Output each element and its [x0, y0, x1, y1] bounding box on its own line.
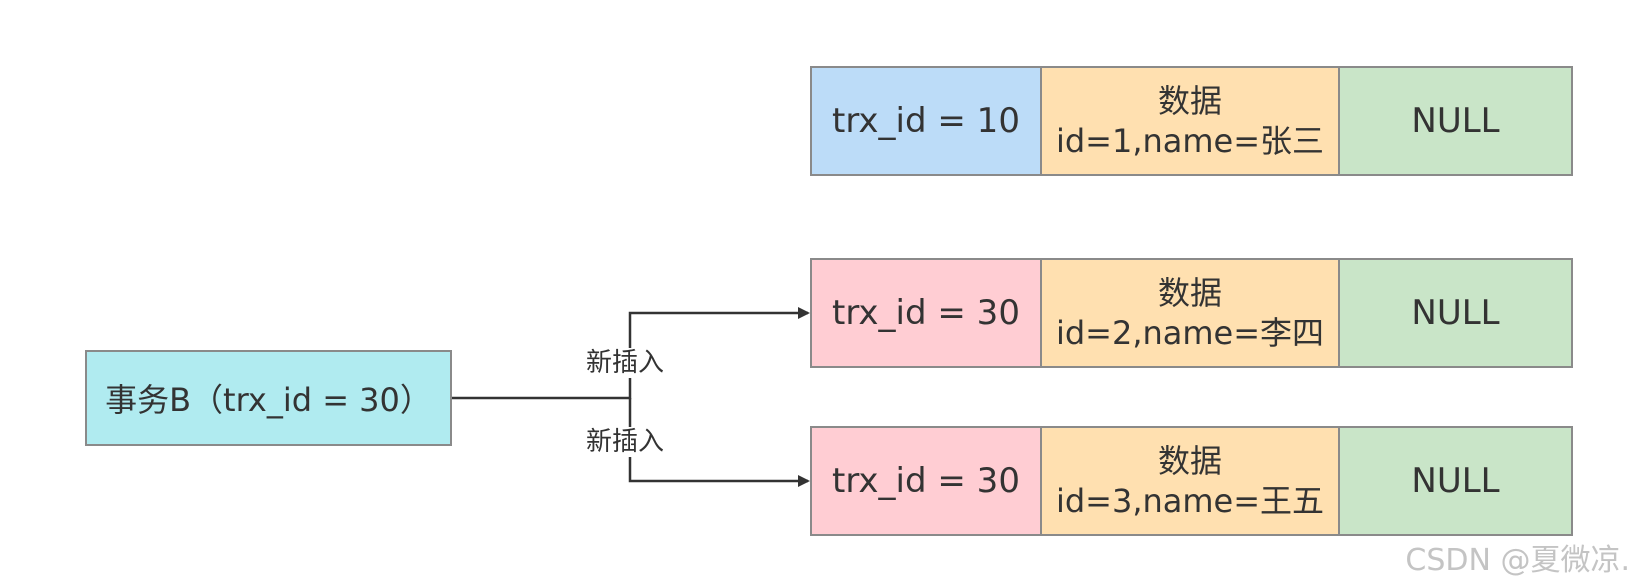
csdn-watermark: CSDN @夏微凉.: [1405, 543, 1630, 578]
undo-record-row-1: trx_id = 10 数据 id=1,name=张三 NULL: [810, 66, 1573, 176]
data-title: 数据: [1157, 274, 1222, 312]
transaction-b-label: 事务B（trx_id = 30）: [105, 381, 432, 419]
data-title: 数据: [1157, 442, 1222, 480]
trx-id-cell: trx_id = 30: [810, 258, 1042, 368]
trx-id-cell: trx_id = 10: [810, 66, 1042, 176]
trx-id-cell: trx_id = 30: [810, 426, 1042, 536]
data-value: id=1,name=张三: [1055, 122, 1325, 160]
data-cell: 数据 id=2,name=李四: [1040, 258, 1340, 368]
transaction-b-box: 事务B（trx_id = 30）: [85, 350, 452, 446]
roll-pointer-cell: NULL: [1338, 66, 1573, 176]
roll-pointer-cell: NULL: [1338, 426, 1573, 536]
undo-record-row-3: trx_id = 30 数据 id=3,name=王五 NULL: [810, 426, 1573, 536]
data-cell: 数据 id=1,name=张三: [1040, 66, 1340, 176]
data-value: id=3,name=王五: [1055, 482, 1325, 520]
edge-label-insert-1: 新插入: [584, 348, 667, 378]
roll-pointer-cell: NULL: [1338, 258, 1573, 368]
undo-record-row-2: trx_id = 30 数据 id=2,name=李四 NULL: [810, 258, 1573, 368]
data-cell: 数据 id=3,name=王五: [1040, 426, 1340, 536]
edge-label-insert-2: 新插入: [584, 427, 667, 457]
data-value: id=2,name=李四: [1055, 314, 1325, 352]
data-title: 数据: [1157, 82, 1222, 120]
edge-to-row-3: [628, 398, 810, 487]
